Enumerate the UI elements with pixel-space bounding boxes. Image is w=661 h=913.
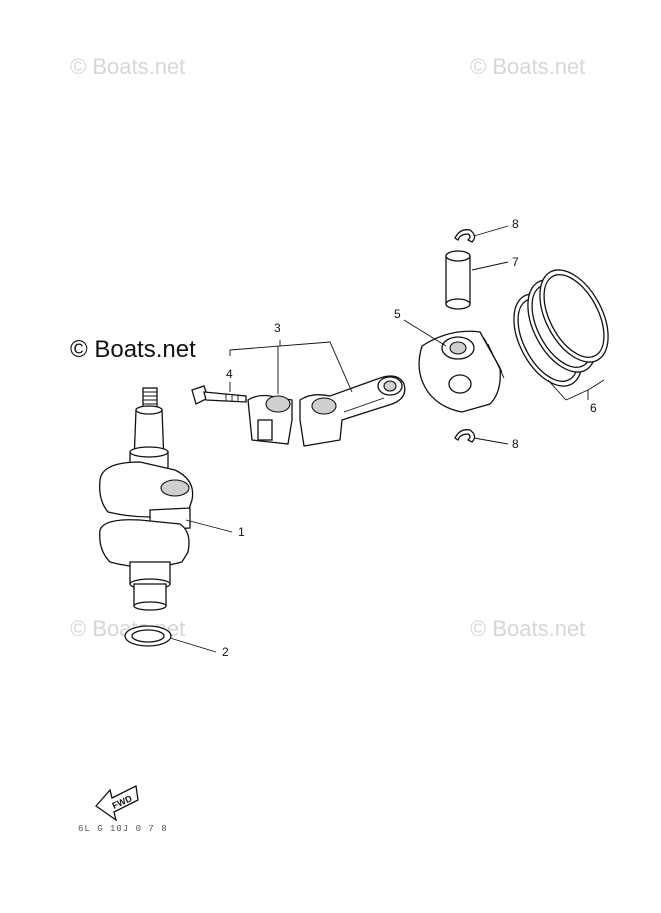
- connecting-rod-cap: [247, 394, 293, 445]
- callout-7: 7: [512, 255, 519, 269]
- crankshaft: [99, 387, 194, 611]
- rod-bolt: [191, 385, 247, 405]
- callout-8-bottom: 8: [512, 437, 519, 451]
- leader-lines: [169, 225, 605, 653]
- watermark-top-right: © Boats.net: [470, 54, 586, 79]
- piston: [418, 330, 505, 413]
- callout-1: 1: [238, 525, 245, 539]
- callout-4: 4: [226, 367, 233, 381]
- drawing-code: 6L G 10J 0 7 8: [78, 824, 168, 834]
- clip-top: [454, 229, 476, 243]
- piston-pin: [445, 250, 471, 310]
- piston-rings: [513, 269, 609, 387]
- washer: [124, 625, 172, 647]
- callout-3: 3: [274, 321, 281, 335]
- watermark-center: © Boats.net: [70, 336, 196, 363]
- callout-5: 5: [394, 307, 401, 321]
- fwd-arrow-icon: FWD: [95, 785, 139, 822]
- callout-8-top: 8: [512, 217, 519, 231]
- callout-6: 6: [590, 401, 597, 415]
- connecting-rod: [299, 375, 406, 447]
- callout-2: 2: [222, 645, 229, 659]
- watermark-bottom-right: © Boats.net: [470, 616, 586, 641]
- watermark-top-left: © Boats.net: [70, 54, 186, 79]
- clip-bottom: [454, 429, 476, 443]
